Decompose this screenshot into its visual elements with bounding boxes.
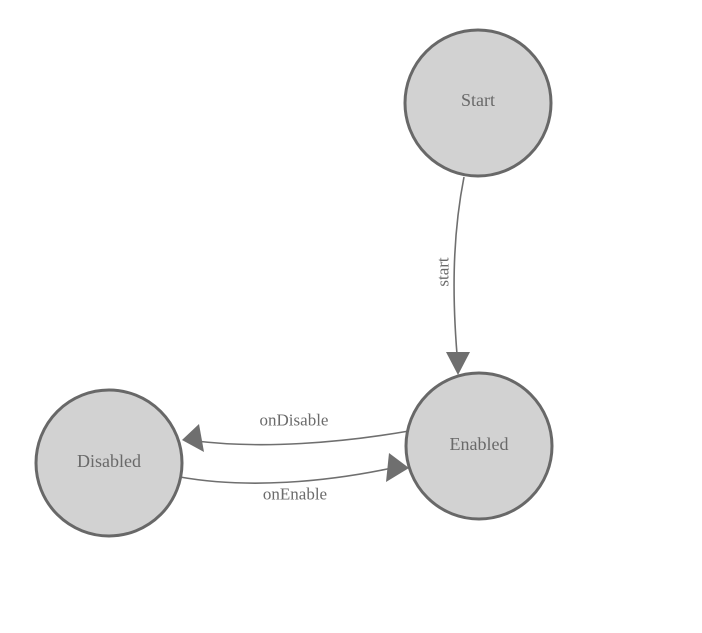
state-node-start[interactable]: Start bbox=[403, 28, 553, 178]
arrowhead-icon bbox=[446, 352, 470, 375]
edge-start-to-enabled[interactable]: start bbox=[434, 176, 471, 375]
edge-label-onenable: onEnable bbox=[263, 485, 327, 504]
edge-label-ondisable: onDisable bbox=[260, 411, 329, 430]
edge-enabled-to-disabled[interactable]: onDisable bbox=[182, 411, 410, 453]
node-group: Start Enabled Disabled bbox=[34, 28, 554, 538]
node-label-disabled: Disabled bbox=[77, 451, 141, 471]
arrowhead-icon bbox=[182, 424, 204, 452]
state-node-disabled[interactable]: Disabled bbox=[34, 388, 184, 538]
arrowhead-icon bbox=[386, 453, 409, 482]
edge-group: start onDisable onEnable bbox=[179, 176, 471, 504]
node-label-enabled: Enabled bbox=[450, 434, 509, 454]
edge-disabled-to-enabled[interactable]: onEnable bbox=[179, 453, 409, 504]
edge-line bbox=[453, 176, 465, 367]
node-shape bbox=[34, 388, 184, 538]
node-shape bbox=[404, 371, 554, 521]
node-shape bbox=[403, 28, 553, 178]
edge-line bbox=[195, 430, 410, 446]
edge-line bbox=[179, 467, 393, 484]
state-node-enabled[interactable]: Enabled bbox=[404, 371, 554, 521]
node-label-start: Start bbox=[461, 90, 495, 110]
edge-label-start: start bbox=[434, 257, 453, 287]
